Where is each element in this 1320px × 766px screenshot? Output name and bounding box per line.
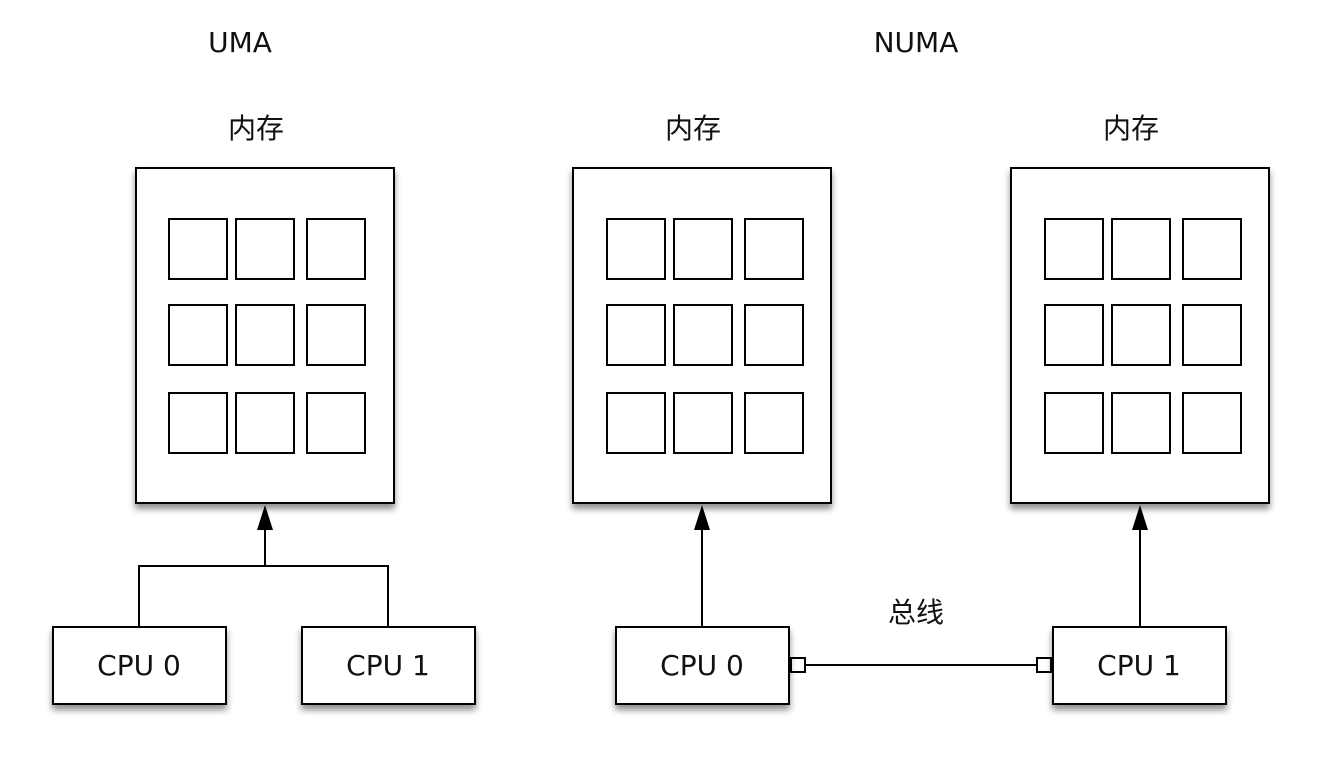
uma-memory-label: 内存: [228, 112, 284, 145]
memory-cell: [673, 392, 733, 454]
numa-cpu-0-box: CPU 0: [615, 626, 790, 705]
numa-right-memory-cells: [1044, 218, 1242, 454]
memory-cell: [1111, 218, 1171, 280]
numa-memory-right-block: [1010, 167, 1270, 504]
bus-port-right: [1036, 657, 1052, 673]
memory-cell: [1182, 304, 1242, 366]
memory-cell: [168, 392, 228, 454]
uma-title: UMA: [208, 26, 272, 59]
memory-cell: [306, 218, 366, 280]
memory-cell: [744, 392, 804, 454]
memory-cell: [673, 304, 733, 366]
uma-cpu-1-label: CPU 1: [346, 649, 430, 682]
memory-cell: [1182, 392, 1242, 454]
numa-memory-left-label: 内存: [665, 112, 721, 145]
uma-connector: [138, 528, 389, 627]
memory-cell: [235, 218, 295, 280]
memory-cell: [235, 304, 295, 366]
numa-left-connector: [694, 505, 710, 627]
memory-cell: [235, 392, 295, 454]
uma-cpu-1-box: CPU 1: [301, 626, 476, 705]
numa-memory-left-block: [572, 167, 832, 504]
memory-cell: [744, 218, 804, 280]
memory-cell: [744, 304, 804, 366]
numa-cpu-0-label: CPU 0: [660, 649, 744, 682]
memory-cell: [1182, 218, 1242, 280]
bus-line: [790, 657, 1052, 673]
memory-cell: [1044, 392, 1104, 454]
numa-cpu-1-box: CPU 1: [1052, 626, 1227, 705]
numa-left-memory-cells: [606, 218, 804, 454]
memory-cell: [306, 392, 366, 454]
numa-cpu-1-label: CPU 1: [1097, 649, 1181, 682]
uma-memory-block: [135, 167, 395, 504]
memory-cell: [606, 392, 666, 454]
memory-cell: [1044, 304, 1104, 366]
memory-cell: [306, 304, 366, 366]
memory-cell: [168, 218, 228, 280]
memory-cell: [168, 304, 228, 366]
uma-cpu-0-label: CPU 0: [97, 649, 181, 682]
memory-cell: [606, 218, 666, 280]
numa-title: NUMA: [874, 26, 959, 59]
memory-cell: [1111, 304, 1171, 366]
numa-memory-right-label: 内存: [1103, 112, 1159, 145]
uma-memory-cells: [168, 218, 366, 454]
numa-right-connector: [1132, 505, 1148, 627]
bus-port-left: [790, 657, 806, 673]
uma-arrow-head: [257, 505, 273, 530]
memory-cell: [606, 304, 666, 366]
memory-cell: [1111, 392, 1171, 454]
bus-label: 总线: [888, 596, 944, 629]
memory-cell: [1044, 218, 1104, 280]
uma-cpu-0-box: CPU 0: [52, 626, 227, 705]
memory-cell: [673, 218, 733, 280]
